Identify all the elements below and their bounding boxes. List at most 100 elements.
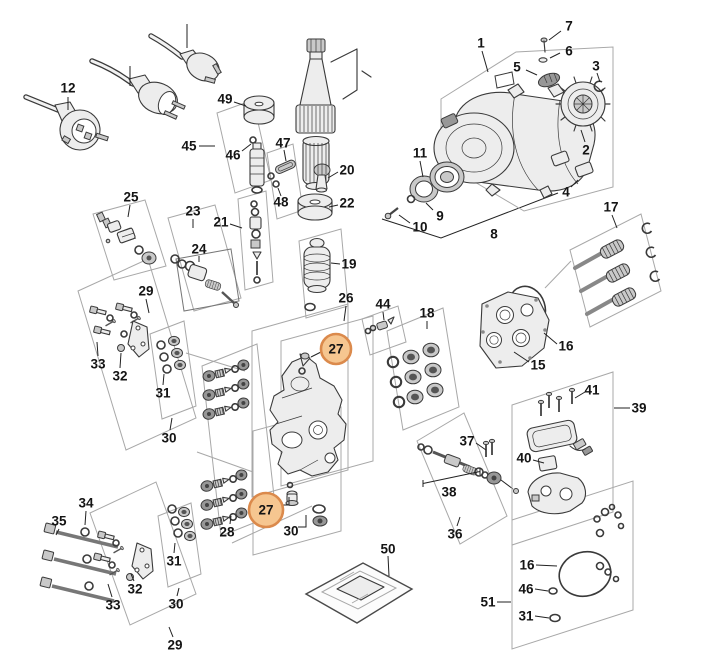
part-number-label[interactable]: 7 xyxy=(565,19,573,34)
part-number-label[interactable]: 29 xyxy=(167,638,182,653)
svg-text:1: 1 xyxy=(477,36,485,51)
part-number-label[interactable]: 30 xyxy=(283,524,298,539)
valve-set-28 xyxy=(198,358,252,532)
switch-housing-group-39 xyxy=(526,387,625,538)
box-44 xyxy=(361,305,407,356)
part-number-label[interactable]: 8 xyxy=(490,227,498,242)
part-number-label[interactable]: 33 xyxy=(105,598,121,613)
plug-27-bottom xyxy=(285,481,299,506)
svg-text:29: 29 xyxy=(167,638,182,653)
part-number-label[interactable]: 29 xyxy=(138,284,153,299)
roller-sleeve xyxy=(440,113,459,129)
svg-text:46: 46 xyxy=(518,582,534,597)
part-number-label[interactable]: 24 xyxy=(191,242,207,257)
svg-text:41: 41 xyxy=(584,383,600,398)
part-number-label[interactable]: 6 xyxy=(565,44,573,59)
seal-31 xyxy=(549,613,561,623)
part-number-label[interactable]: 16 xyxy=(558,339,574,354)
part-number-label[interactable]: 11 xyxy=(413,146,428,161)
part-number-label[interactable]: 10 xyxy=(412,220,427,235)
svg-text:39: 39 xyxy=(631,401,646,416)
svg-text:31: 31 xyxy=(155,386,171,401)
bracket-38 xyxy=(422,468,481,487)
part-number-label[interactable]: 21 xyxy=(213,215,229,230)
part-number-label[interactable]: 23 xyxy=(185,204,201,219)
part-number-label[interactable]: 46 xyxy=(225,148,241,163)
valve-kit-21 xyxy=(249,200,262,284)
svg-text:47: 47 xyxy=(275,136,290,151)
part-number-label[interactable]: 32 xyxy=(112,369,127,384)
box-30-bottom xyxy=(157,502,202,588)
part-number-label[interactable]: 17 xyxy=(603,200,618,215)
plug-eu-12 xyxy=(23,94,109,151)
svg-text:32: 32 xyxy=(112,369,127,384)
roller-4b xyxy=(574,161,594,178)
box-29-top xyxy=(77,258,197,451)
part-number-label[interactable]: 33 xyxy=(90,357,106,372)
fan-wheel xyxy=(555,76,611,132)
box-30-top xyxy=(149,320,197,420)
svg-text:29: 29 xyxy=(138,284,153,299)
connector-19 xyxy=(303,237,331,312)
svg-text:48: 48 xyxy=(273,195,289,210)
part-number-label[interactable]: 30 xyxy=(168,597,183,612)
part-number-label[interactable]: 38 xyxy=(441,485,457,500)
part-number-label[interactable]: 3 xyxy=(592,59,600,74)
part-number-label[interactable]: 5 xyxy=(513,60,521,75)
svg-text:27: 27 xyxy=(328,342,343,357)
svg-text:8: 8 xyxy=(490,227,498,242)
highlighted-part-callout[interactable]: 27 xyxy=(247,491,285,529)
svg-text:31: 31 xyxy=(166,554,182,569)
svg-text:37: 37 xyxy=(459,434,474,449)
part-number-label[interactable]: 45 xyxy=(181,139,197,154)
svg-text:38: 38 xyxy=(441,485,457,500)
part-number-label[interactable]: 46 xyxy=(518,582,534,597)
key-clips-47-48 xyxy=(267,159,296,188)
part-number-label[interactable]: 44 xyxy=(375,297,391,312)
part-number-label[interactable]: 18 xyxy=(419,306,435,321)
part-number-label[interactable]: 4 xyxy=(562,185,570,200)
part-number-label[interactable]: 15 xyxy=(530,358,546,373)
svg-text:40: 40 xyxy=(516,451,531,466)
part-number-label[interactable]: 26 xyxy=(338,291,354,306)
part-number-label[interactable]: 41 xyxy=(584,383,600,398)
part-number-label[interactable]: 16 xyxy=(519,558,535,573)
part-number-label[interactable]: 31 xyxy=(166,554,182,569)
svg-text:30: 30 xyxy=(283,524,298,539)
part-number-label[interactable]: 22 xyxy=(339,196,354,211)
part-number-label[interactable]: 20 xyxy=(339,163,354,178)
o-ring-16-large xyxy=(558,550,612,598)
svg-text:30: 30 xyxy=(168,597,183,612)
part-number-label[interactable]: 12 xyxy=(60,81,75,96)
part-number-label[interactable]: 25 xyxy=(123,190,139,205)
part-number-label[interactable]: 9 xyxy=(436,209,444,224)
part-number-label[interactable]: 50 xyxy=(380,542,395,557)
part-number-label[interactable]: 48 xyxy=(273,195,289,210)
svg-text:27: 27 xyxy=(258,503,273,518)
thermal-valve-25 xyxy=(95,211,157,265)
part-number-label[interactable]: 47 xyxy=(275,136,290,151)
highlighted-part-callout[interactable]: 27 xyxy=(319,332,353,366)
nut-32 xyxy=(117,344,125,352)
part-number-label[interactable]: 35 xyxy=(51,514,67,529)
part-number-label[interactable]: 30 xyxy=(161,431,176,446)
part-number-label[interactable]: 39 xyxy=(631,401,646,416)
part-number-label[interactable]: 19 xyxy=(341,257,356,272)
box-51 xyxy=(511,480,634,650)
part-number-label[interactable]: 36 xyxy=(447,527,463,542)
part-number-label[interactable]: 49 xyxy=(217,92,232,107)
part-number-label[interactable]: 1 xyxy=(477,36,485,51)
part-number-label[interactable]: 32 xyxy=(127,582,142,597)
svg-text:24: 24 xyxy=(191,242,207,257)
part-number-label[interactable]: 40 xyxy=(516,451,531,466)
terminal-cover xyxy=(494,71,515,89)
part-number-label[interactable]: 2 xyxy=(582,143,590,158)
part-number-label[interactable]: 31 xyxy=(518,609,534,624)
part-number-label[interactable]: 34 xyxy=(78,496,94,511)
part-number-label[interactable]: 37 xyxy=(459,434,474,449)
part-number-label[interactable]: 51 xyxy=(480,595,496,610)
part-number-label[interactable]: 28 xyxy=(219,525,235,540)
part-number-label[interactable]: 31 xyxy=(155,386,171,401)
plate-group-29-bottom xyxy=(39,504,196,603)
